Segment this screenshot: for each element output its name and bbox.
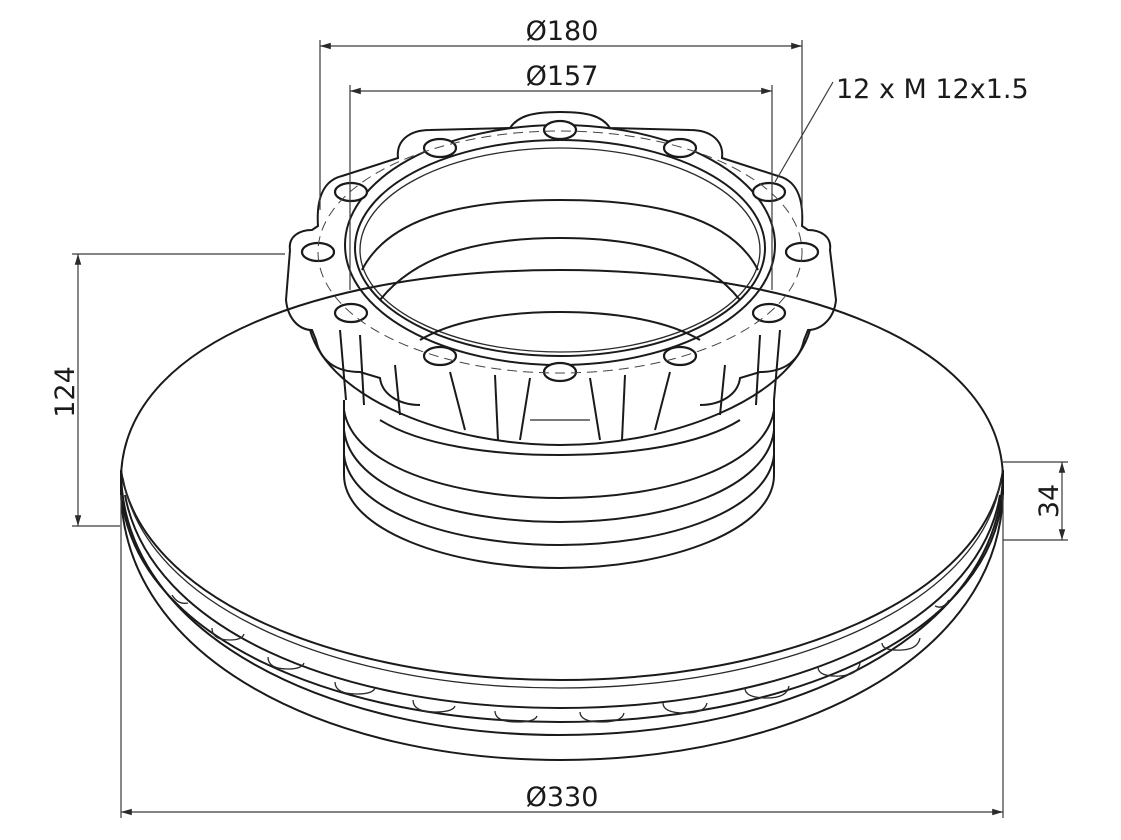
bolt-hole xyxy=(422,137,458,159)
bolt-hole xyxy=(422,345,458,367)
bolt-hole xyxy=(333,181,369,203)
dim-label-flange-outer-diameter: Ø180 xyxy=(526,16,599,47)
dimension-lines xyxy=(72,40,1068,818)
hub-body xyxy=(343,400,775,570)
dim-label-disc-thickness: 34 xyxy=(1034,484,1065,518)
dim-label-disc-outer-diameter: Ø330 xyxy=(526,782,599,813)
dim-label-bolt-thread: 12 x M 12x1.5 xyxy=(836,74,1029,105)
bolt-hole xyxy=(542,119,578,141)
bolt-hole xyxy=(662,137,698,159)
vent-slots xyxy=(171,594,950,723)
hub-flange xyxy=(284,110,838,447)
bolt-hole xyxy=(662,345,698,367)
disc-rotor xyxy=(120,268,1004,762)
bolt-hole xyxy=(542,361,578,383)
dim-label-flange-inner-diameter: Ø157 xyxy=(526,61,599,92)
bolt-holes xyxy=(300,119,820,383)
dim-label-overall-height: 124 xyxy=(50,366,81,418)
bolt-hole xyxy=(751,181,787,203)
